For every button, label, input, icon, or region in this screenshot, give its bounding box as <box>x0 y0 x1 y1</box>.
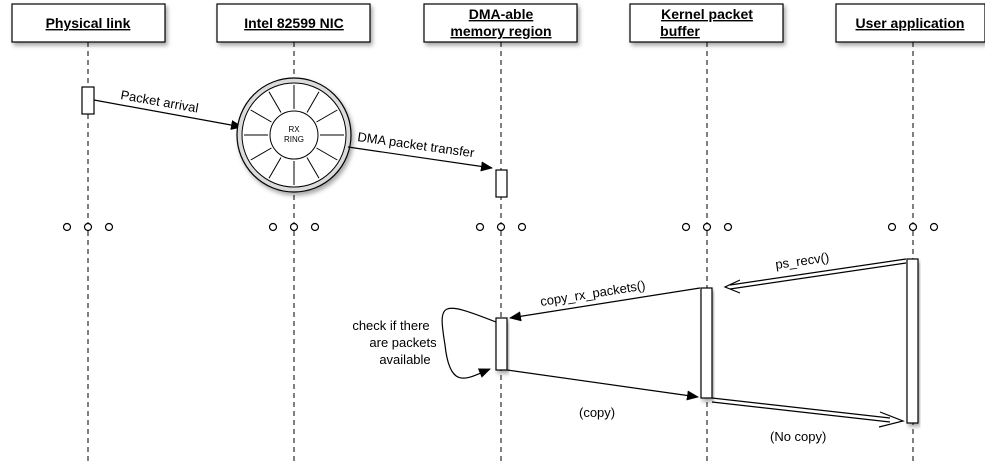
check-label-line2: are packets <box>369 335 437 350</box>
activation-kernel-buffer <box>701 288 712 398</box>
participant-label-line1: Kernel packet <box>661 6 753 22</box>
copy-label: (copy) <box>579 405 615 420</box>
rx-ring-icon: RX RING <box>237 78 351 192</box>
dma-transfer-label: DMA packet transfer <box>357 129 476 160</box>
lifelines <box>88 42 913 464</box>
participant-dma-region: DMA-able memory region <box>424 4 577 42</box>
check-packets-loop-arrow <box>442 308 496 378</box>
participant-user-application: User application <box>836 4 985 42</box>
no-copy-arrow <box>712 398 903 427</box>
participant-label-line2: memory region <box>450 23 551 39</box>
rx-ring-label-line1: RX <box>288 125 300 134</box>
activation-dma-region-2 <box>496 318 507 370</box>
continuation-dots <box>64 224 938 231</box>
participant-label: Intel 82599 NIC <box>244 15 344 31</box>
participant-label: Physical link <box>46 15 131 31</box>
participant-kernel-buffer: Kernel packet buffer <box>630 4 783 42</box>
check-label-line3: available <box>379 352 430 367</box>
check-label-line1: check if there <box>352 318 429 333</box>
participant-label: User application <box>856 15 965 31</box>
copy-return-arrow <box>507 370 698 397</box>
activation-physical-link <box>82 87 94 114</box>
activation-dma-region <box>496 170 507 197</box>
participant-label-line1: DMA-able <box>469 6 534 22</box>
rx-ring-label-line2: RING <box>284 135 304 144</box>
no-copy-label: (No copy) <box>770 429 826 444</box>
activation-user-application <box>907 259 918 423</box>
participant-label-line2: buffer <box>660 23 700 39</box>
participant-nic: Intel 82599 NIC <box>217 4 370 42</box>
participant-physical-link: Physical link <box>12 4 165 42</box>
copy-rx-packets-label: copy_rx_packets() <box>539 278 646 309</box>
ps-recv-label: ps_recv() <box>774 250 830 272</box>
